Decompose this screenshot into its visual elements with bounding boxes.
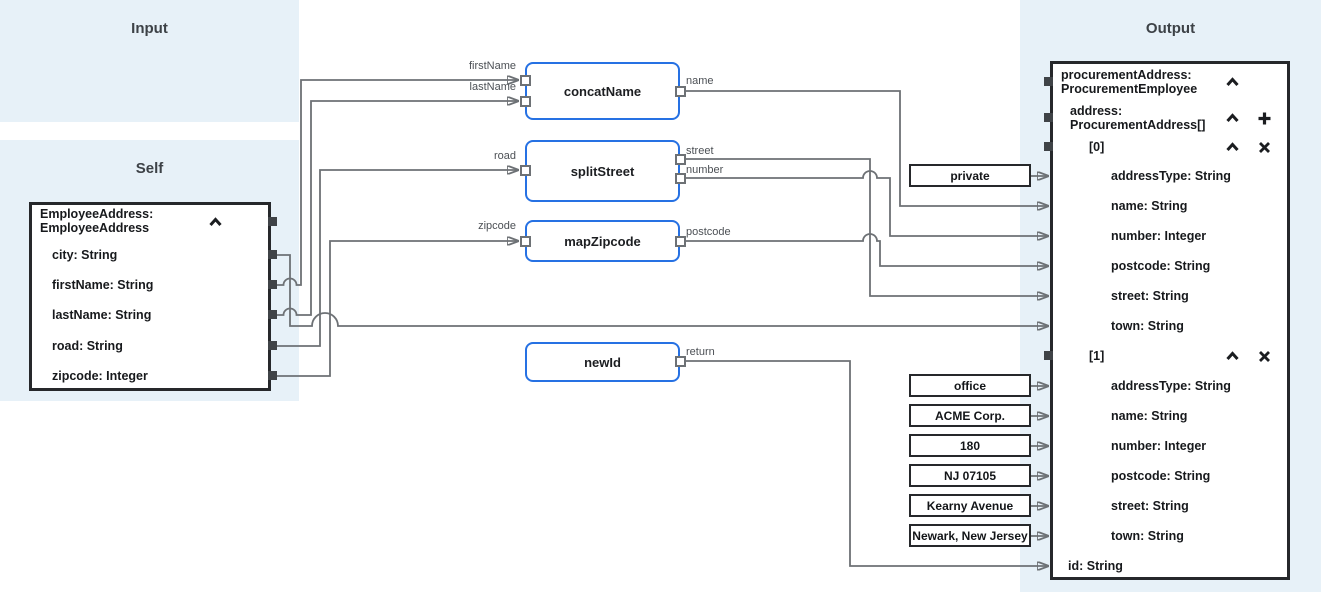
constant-node-nj07105[interactable]: NJ 07105 <box>909 464 1031 487</box>
wire-label-lastName: lastName <box>469 81 516 93</box>
port-splitStreet-street[interactable] <box>674 153 686 165</box>
add-item-icon[interactable] <box>1257 111 1272 126</box>
wire-label-name: name <box>686 75 714 87</box>
self-field-lastName[interactable]: lastName: String <box>52 308 152 322</box>
port-concatName-firstName[interactable] <box>519 74 531 86</box>
wire-label-zipcode: zipcode <box>478 220 516 232</box>
constant-node-acme[interactable]: ACME Corp. <box>909 404 1031 427</box>
wire-postcode-to-postcode0 <box>680 233 1049 266</box>
port-output-root[interactable] <box>1044 77 1053 86</box>
wire-label-postcode: postcode <box>686 226 731 238</box>
port-splitStreet-number[interactable] <box>674 172 686 184</box>
row-0-number[interactable]: number: Integer <box>1111 229 1207 243</box>
collapse-chevron-icon[interactable] <box>1225 75 1240 90</box>
constant-node-180[interactable]: 180 <box>909 434 1031 457</box>
wire-name-to-name0 <box>680 90 1049 206</box>
wire-city-to-town0 <box>272 254 1049 326</box>
panel-input: Input <box>0 0 299 122</box>
row-procurementAddress[interactable]: procurementAddress:ProcurementEmployee <box>1061 68 1198 96</box>
row-address[interactable]: address:ProcurementAddress[] <box>1070 104 1206 132</box>
port-self-lastName[interactable] <box>268 310 277 319</box>
port-output-item1[interactable] <box>1044 351 1053 360</box>
function-node-mapZipcode[interactable]: mapZipcode <box>525 220 680 262</box>
collapse-chevron-icon[interactable] <box>1225 140 1240 155</box>
function-node-newId[interactable]: newId <box>525 342 680 382</box>
row-1-number[interactable]: number: Integer <box>1111 439 1207 453</box>
port-mapZipcode-postcode[interactable] <box>674 235 686 247</box>
row-1-town[interactable]: town: String <box>1111 529 1184 543</box>
port-mapZipcode-zipcode[interactable] <box>519 235 531 247</box>
row-id[interactable]: id: String <box>1068 559 1123 573</box>
port-self-zipcode[interactable] <box>268 371 277 380</box>
port-concatName-lastName[interactable] <box>519 95 531 107</box>
delete-item-icon[interactable] <box>1257 140 1272 155</box>
wire-label-firstName: firstName <box>468 60 516 72</box>
constant-node-office[interactable]: office <box>909 374 1031 397</box>
wire-label-return: return <box>686 346 715 358</box>
row-0-name[interactable]: name: String <box>1111 199 1188 213</box>
row-0-postcode[interactable]: postcode: String <box>1111 259 1211 273</box>
row-1-street[interactable]: street: String <box>1111 499 1189 513</box>
panel-input-title: Input <box>131 20 168 37</box>
row-item-0[interactable]: [0] <box>1089 140 1105 154</box>
row-0-town[interactable]: town: String <box>1111 319 1184 333</box>
collapse-chevron-icon[interactable] <box>1225 349 1240 364</box>
self-field-city[interactable]: city: String <box>52 248 118 262</box>
port-output-address[interactable] <box>1044 113 1053 122</box>
wire-firstName-to-concatName <box>272 80 519 286</box>
function-node-concatName[interactable]: concatName <box>525 62 680 120</box>
collapse-chevron-icon[interactable] <box>208 215 223 230</box>
row-1-postcode[interactable]: postcode: String <box>1111 469 1211 483</box>
port-output-item0[interactable] <box>1044 142 1053 151</box>
port-self-city[interactable] <box>268 250 277 259</box>
port-self-road[interactable] <box>268 341 277 350</box>
self-field-zipcode[interactable]: zipcode: Integer <box>52 369 148 383</box>
row-0-addressType[interactable]: addressType: String <box>1111 169 1231 183</box>
self-field-road[interactable]: road: String <box>52 339 123 353</box>
row-1-addressType[interactable]: addressType: String <box>1111 379 1231 393</box>
wire-lastName-to-concatName <box>272 101 519 316</box>
row-0-street[interactable]: street: String <box>1111 289 1189 303</box>
panel-output-title: Output <box>1145 20 1196 37</box>
wire-label-number: number <box>686 164 724 176</box>
wire-label-street: street <box>686 145 714 157</box>
delete-item-icon[interactable] <box>1257 349 1272 364</box>
wire-zipcode-to-mapZipcode <box>272 241 519 377</box>
row-item-1[interactable]: [1] <box>1089 349 1105 363</box>
constant-node-kearny[interactable]: Kearny Avenue <box>909 494 1031 517</box>
constant-node-newark[interactable]: Newark, New Jersey <box>909 524 1031 547</box>
port-self-firstName[interactable] <box>268 280 277 289</box>
self-source-node[interactable]: EmployeeAddress:EmployeeAddress city: St… <box>29 202 271 391</box>
wire-road-to-splitStreet <box>272 170 519 347</box>
port-newId-return[interactable] <box>674 355 686 367</box>
port-concatName-name[interactable] <box>674 85 686 97</box>
output-target-node[interactable]: procurementAddress:ProcurementEmployee a… <box>1050 61 1290 580</box>
collapse-chevron-icon[interactable] <box>1225 111 1240 126</box>
port-splitStreet-road[interactable] <box>519 164 531 176</box>
wire-label-road: road <box>493 150 516 162</box>
self-field-firstName[interactable]: firstName: String <box>52 278 154 292</box>
constant-node-private[interactable]: private <box>909 164 1031 187</box>
port-self-header[interactable] <box>268 217 277 226</box>
panel-self-title: Self <box>135 160 164 177</box>
function-node-splitStreet[interactable]: splitStreet <box>525 140 680 202</box>
self-node-header[interactable]: EmployeeAddress:EmployeeAddress <box>40 207 154 235</box>
row-1-name[interactable]: name: String <box>1111 409 1188 423</box>
